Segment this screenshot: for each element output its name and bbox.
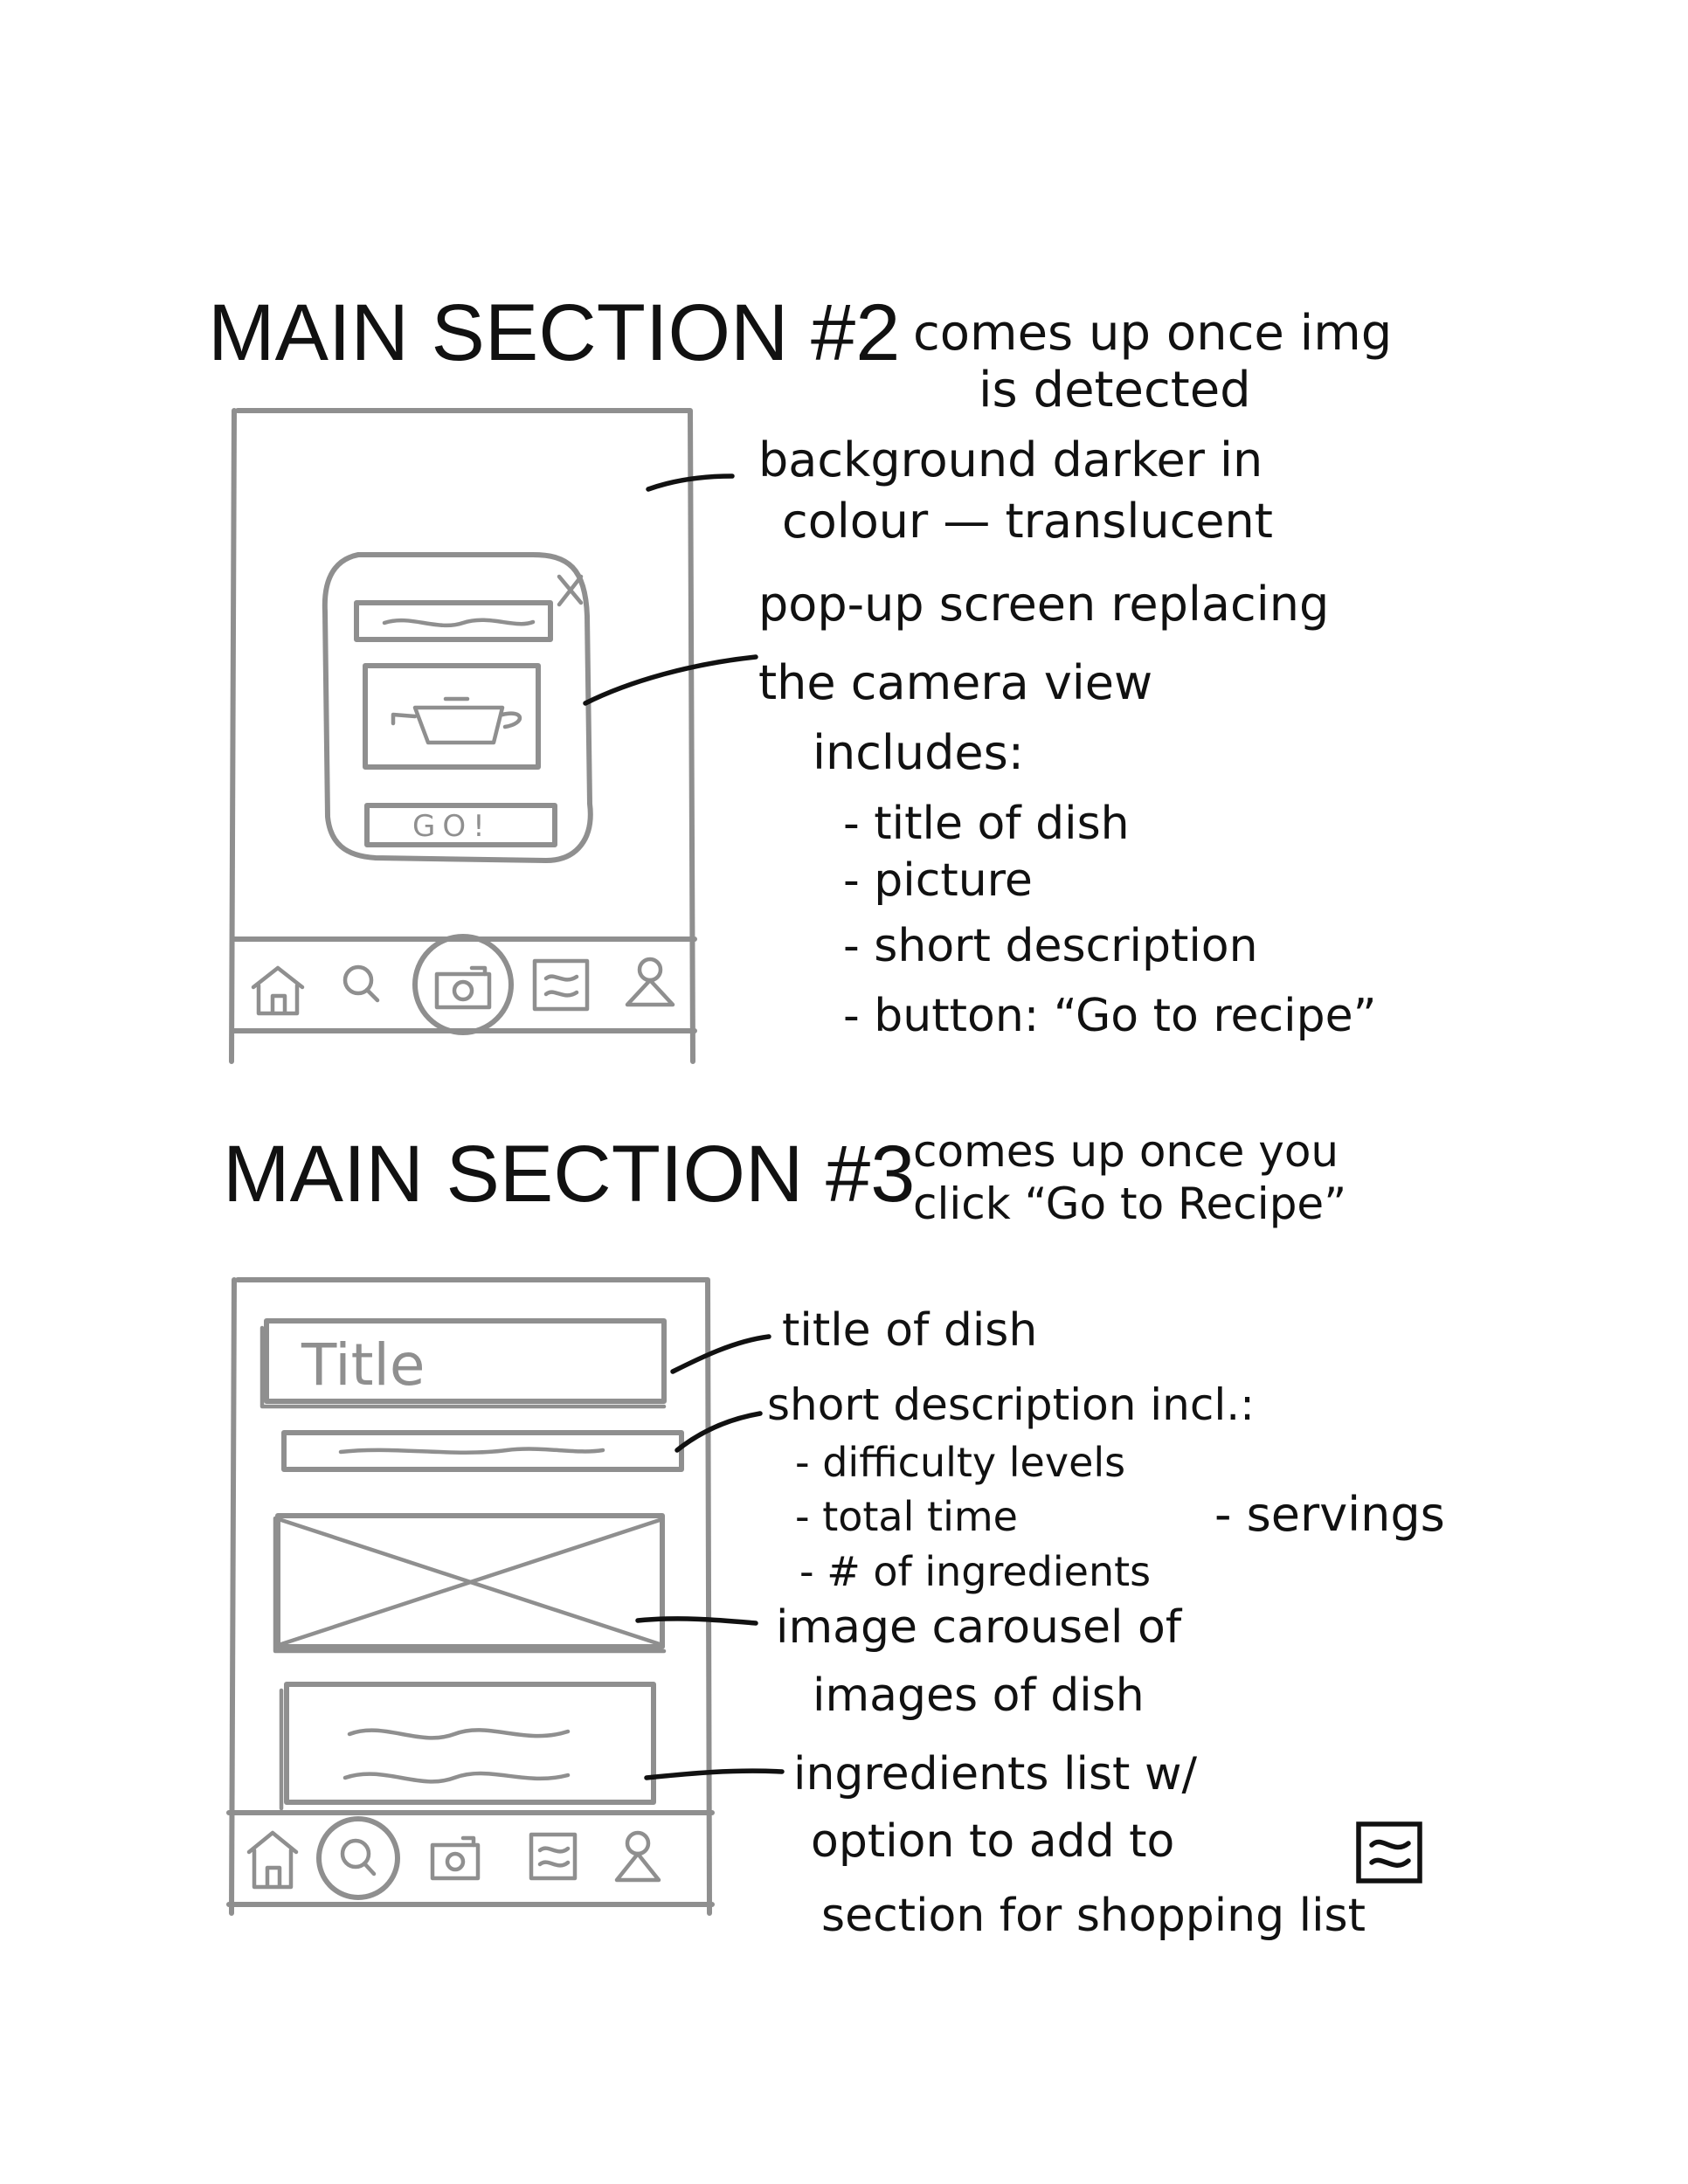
note-images-of-dish: images of dish (813, 1669, 1145, 1722)
note-servings: - servings (1214, 1487, 1445, 1542)
close-icon[interactable] (557, 574, 584, 607)
popup-picture (363, 663, 541, 770)
section2-subtitle-line1: comes up once img (913, 305, 1392, 362)
note-background: background darker in (758, 432, 1263, 487)
profile-icon[interactable] (625, 957, 675, 1007)
go-button-label: GO! (412, 809, 492, 844)
section2-heading: MAIN SECTION #2 (208, 288, 900, 377)
note-popup-screen: pop-up screen replacing (758, 577, 1329, 632)
section2-notes: background darker in colour — translucen… (758, 432, 1377, 1042)
pot-icon (391, 696, 522, 745)
note-camera-view: the camera view (758, 655, 1152, 710)
recipe-title-text: Title (301, 1331, 425, 1399)
note-colour: colour — translucent (782, 494, 1273, 549)
recipe-description-box (281, 1430, 684, 1472)
note-title-of-dish: - title of dish (843, 798, 1130, 850)
note-total-time: - total time (795, 1493, 1018, 1540)
section2-nav-bar (251, 934, 675, 1035)
note-num-ingredients: - # of ingredients (799, 1548, 1151, 1595)
list-icon (1356, 1821, 1422, 1883)
section3-nav-bar (246, 1816, 661, 1900)
camera-icon[interactable] (430, 1835, 481, 1881)
list-icon[interactable] (532, 958, 590, 1012)
popup-card: GO! (322, 552, 593, 863)
section3-phone-mockup: Title (226, 1277, 715, 1916)
note-short-description: - short description (843, 920, 1258, 972)
home-icon[interactable] (251, 965, 305, 1016)
note-shopping-list-section: section for shopping list (821, 1890, 1366, 1942)
popup-title-field (354, 600, 553, 642)
note-difficulty-levels: - difficulty levels (795, 1439, 1125, 1486)
section2-phone-mockup: GO! (229, 408, 697, 1064)
search-icon[interactable] (316, 1816, 400, 1900)
recipe-title-box (264, 1318, 667, 1404)
list-icon[interactable] (529, 1832, 578, 1881)
section2-subtitle-line2: is detected (979, 362, 1251, 418)
go-button[interactable] (364, 803, 557, 847)
note-includes: includes: (813, 725, 1024, 780)
section3-subtitle-line1: comes up once you (913, 1126, 1339, 1177)
note-ingredients-list: ingredients list w/ (793, 1748, 1197, 1800)
section3-heading: MAIN SECTION #3 (223, 1130, 915, 1219)
note-title-of-dish: title of dish (782, 1304, 1037, 1357)
profile-icon[interactable] (614, 1830, 661, 1883)
image-carousel[interactable] (273, 1513, 667, 1654)
ingredients-list (279, 1682, 656, 1811)
section3-subtitle-line2: click “Go to Recipe” (913, 1178, 1346, 1229)
note-button: - button: “Go to recipe” (843, 990, 1377, 1042)
note-short-description: short description incl.: (767, 1379, 1255, 1430)
section3-notes: title of dish short description incl.: -… (767, 1304, 1445, 1942)
home-icon[interactable] (246, 1830, 299, 1890)
note-picture: - picture (843, 854, 1033, 907)
note-option-to-add: option to add to (811, 1815, 1174, 1868)
camera-icon[interactable] (412, 934, 514, 1035)
search-icon[interactable] (342, 964, 380, 1003)
note-image-carousel: image carousel of (776, 1601, 1183, 1654)
